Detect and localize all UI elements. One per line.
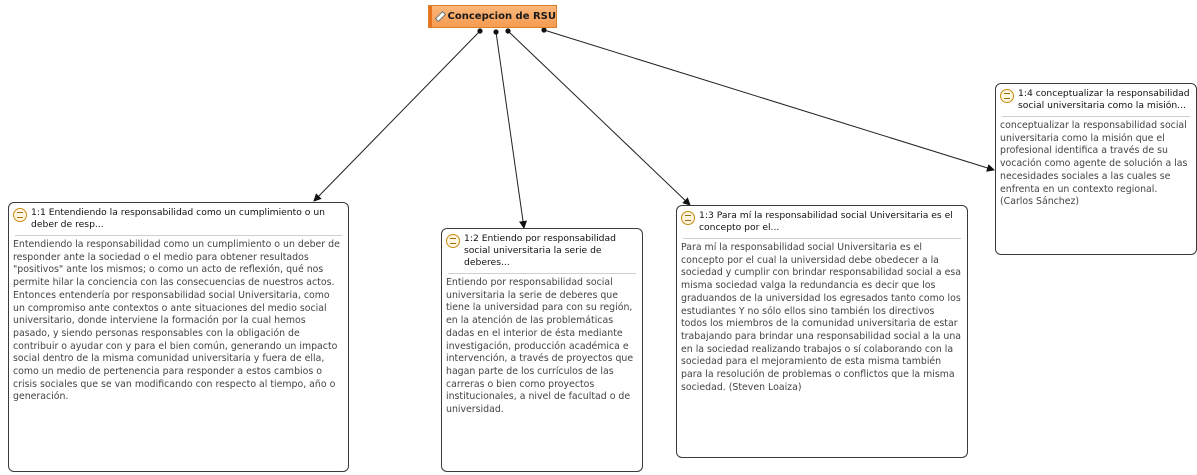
code-node-concepcion-rsu[interactable]: Concepcion de RSU bbox=[428, 5, 557, 28]
link-to-quote-1-2[interactable] bbox=[493, 29, 527, 229]
quote-text: Para mí la responsabilidad social Univer… bbox=[681, 242, 962, 393]
link-to-quote-1-1[interactable] bbox=[313, 28, 483, 202]
quote-title: 1:4 conceptualizar la responsabilidad so… bbox=[1018, 88, 1190, 111]
link-to-quote-1-3[interactable] bbox=[505, 28, 691, 206]
code-color-strip bbox=[429, 6, 432, 27]
quote-node-1-1[interactable]: 1:1 Entendiendo la responsabilidad como … bbox=[8, 202, 349, 472]
quote-icon bbox=[13, 208, 27, 222]
quote-separator bbox=[448, 273, 636, 274]
quote-text: Entiendo por responsabilidad social univ… bbox=[446, 277, 634, 416]
quote-text: conceptualizar la responsabilidad social… bbox=[1000, 120, 1188, 208]
quote-title: 1:3 Para mí la responsabilidad social Un… bbox=[699, 210, 953, 233]
link-to-quote-1-4[interactable] bbox=[541, 27, 995, 172]
link-anchor-dot bbox=[541, 27, 547, 33]
quote-title: 1:2 Entiendo por responsabilidad social … bbox=[464, 233, 616, 268]
code-node-label: Concepcion de RSU bbox=[447, 11, 556, 22]
link-anchor-dot bbox=[477, 28, 483, 34]
quote-separator bbox=[683, 238, 961, 239]
quote-icon bbox=[446, 234, 460, 248]
quote-icon bbox=[681, 211, 695, 225]
link-anchor-dot bbox=[493, 29, 499, 35]
link-anchor-dot bbox=[505, 28, 511, 34]
quote-node-1-4[interactable]: 1:4 conceptualizar la responsabilidad so… bbox=[995, 83, 1197, 255]
quote-icon bbox=[1000, 89, 1014, 103]
quote-text: Entendiendo la responsabilidad como un c… bbox=[13, 239, 340, 403]
quote-node-1-3[interactable]: 1:3 Para mí la responsabilidad social Un… bbox=[676, 205, 968, 458]
quote-separator bbox=[15, 235, 342, 236]
quote-separator bbox=[1002, 116, 1190, 117]
code-diamond-icon bbox=[434, 10, 446, 23]
quote-title: 1:1 Entendiendo la responsabilidad como … bbox=[31, 207, 325, 230]
quote-node-1-2[interactable]: 1:2 Entiendo por responsabilidad social … bbox=[441, 228, 643, 472]
